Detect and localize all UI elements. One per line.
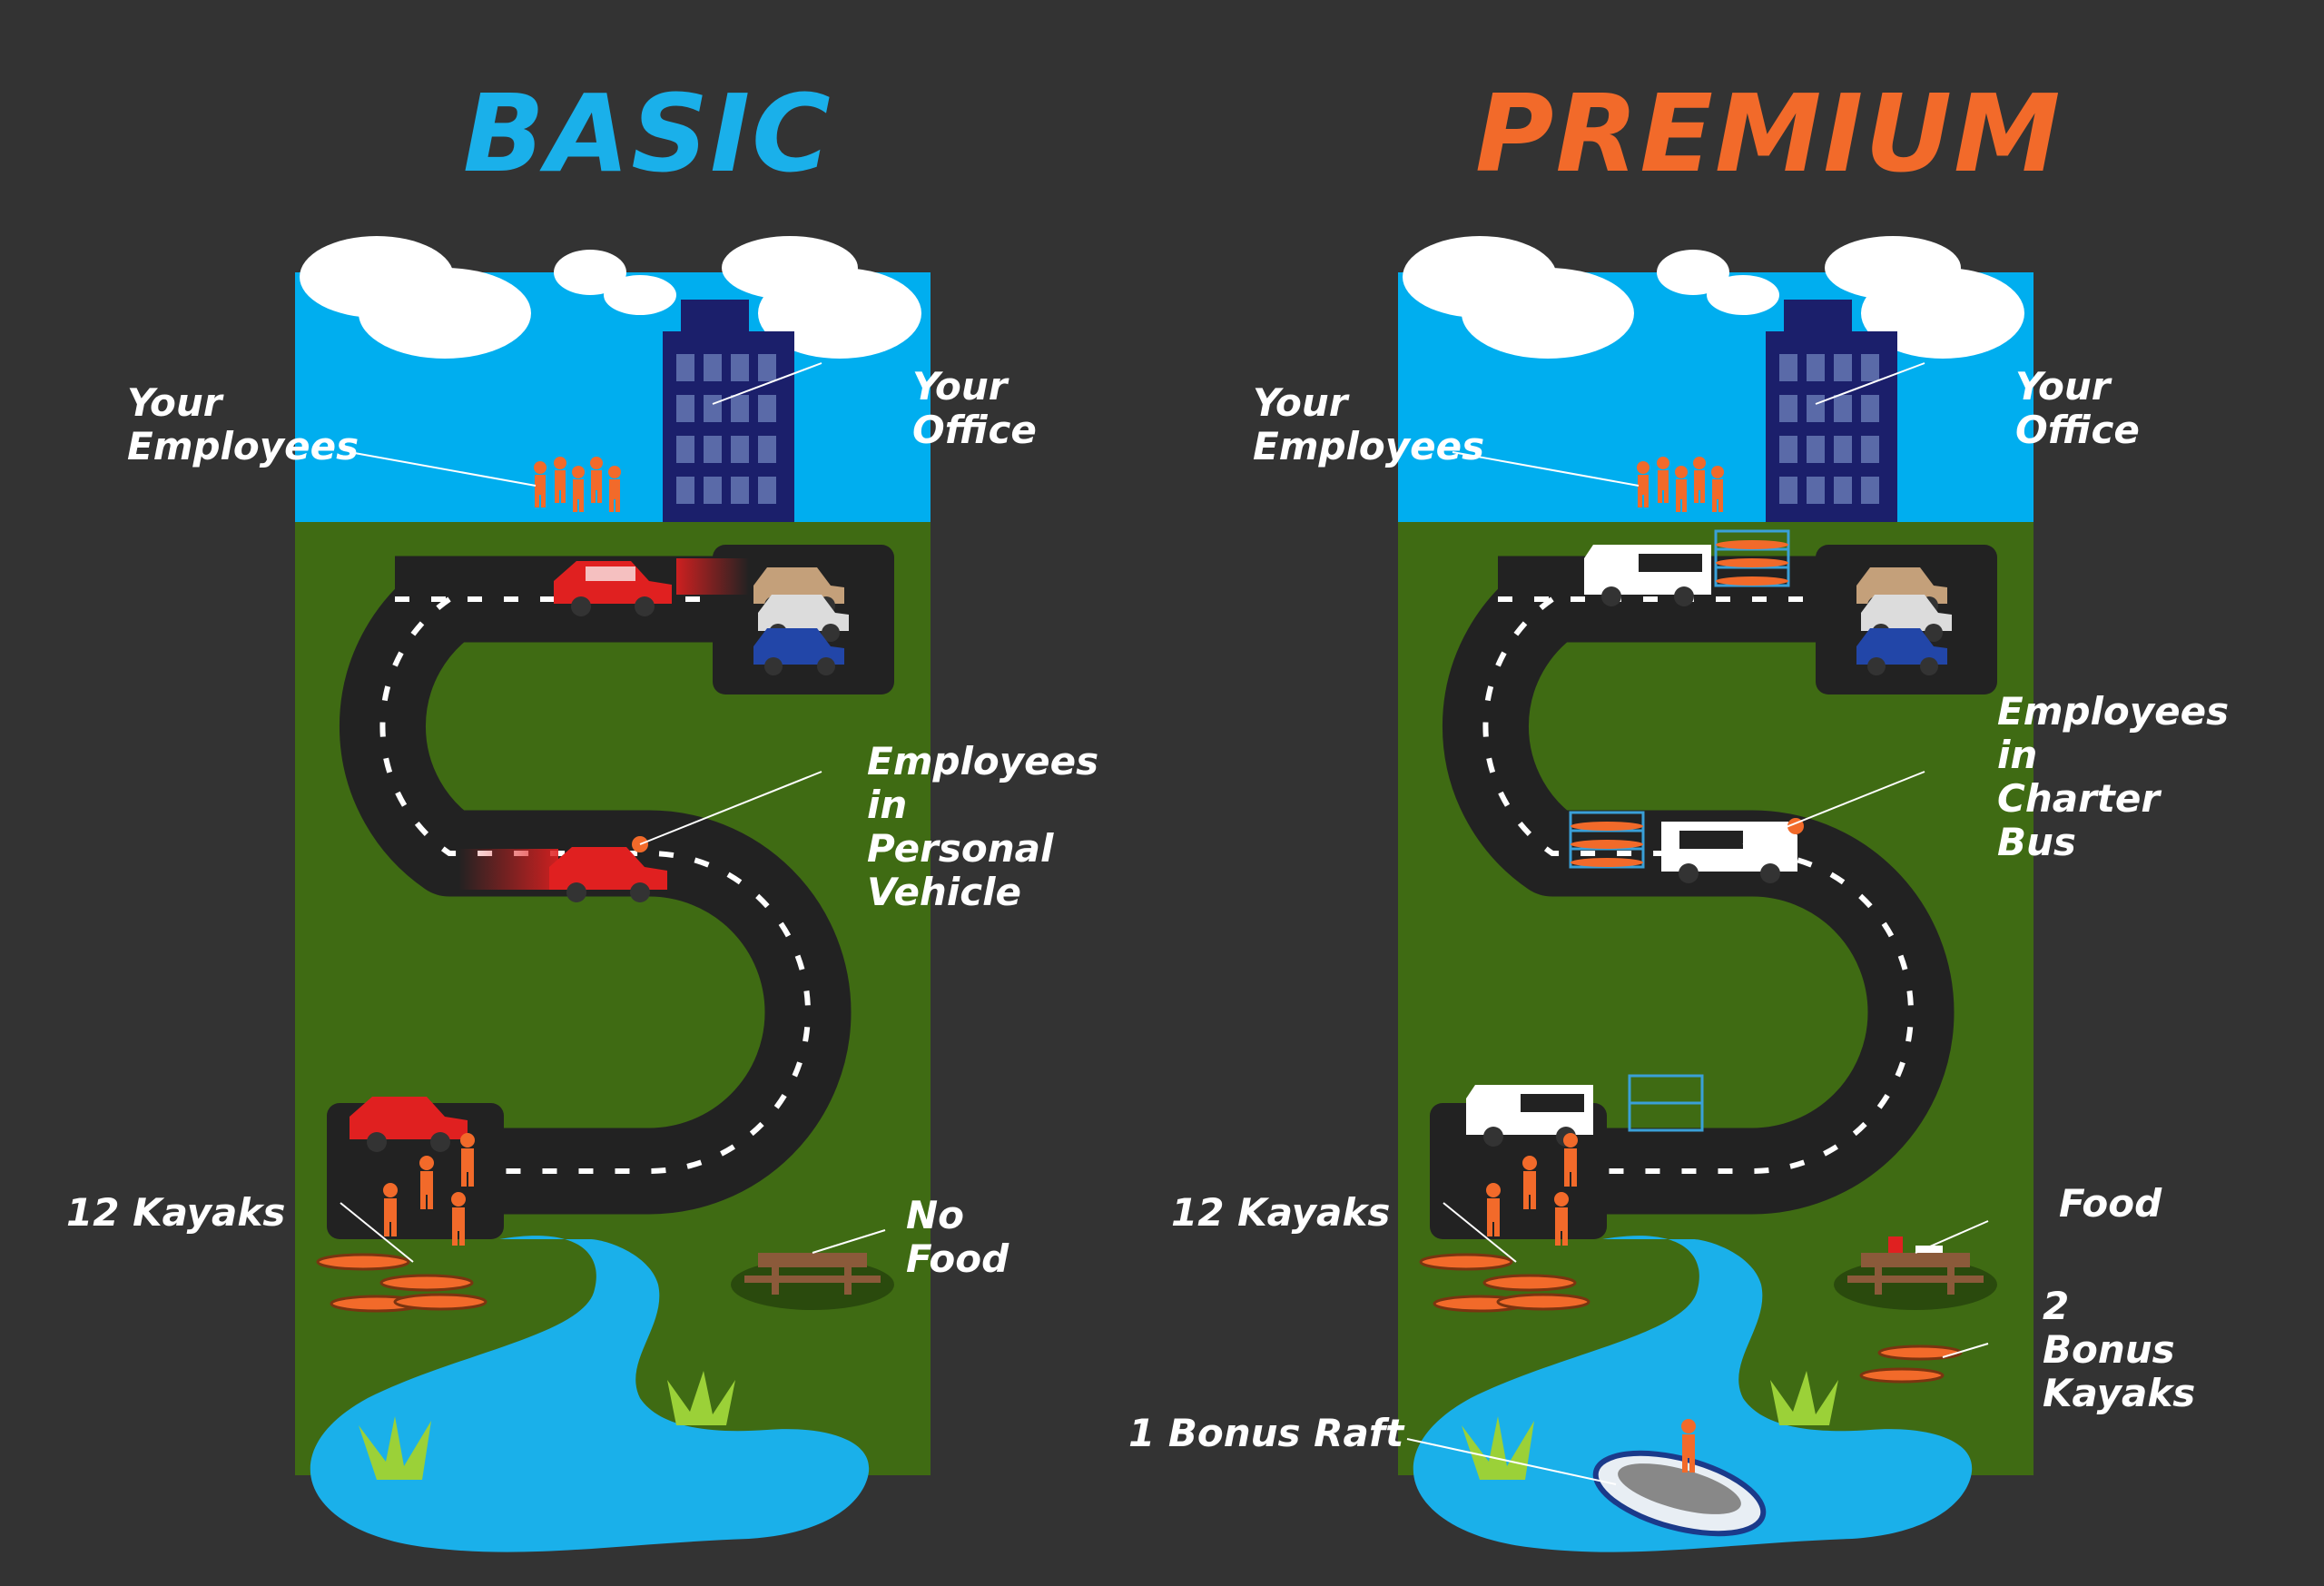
clouds [1403, 236, 2024, 359]
river [310, 1236, 870, 1552]
premium-label-bonus-kayaks: 2 Bonus Kayaks [2043, 1284, 2196, 1415]
personal-vehicles [350, 558, 749, 1152]
bonus-kayaks [1859, 1345, 1963, 1384]
basic-label-transport: Employees in Personal Vehicle [867, 739, 1099, 914]
kayaks [316, 1253, 487, 1313]
leader-lines [340, 362, 886, 1263]
picnic-table [731, 1253, 894, 1310]
kayaks [1419, 1253, 1590, 1313]
bonus-raft [1592, 1419, 1767, 1537]
premium-label-office: Your Office [2015, 364, 2140, 452]
office-building [1766, 300, 1897, 522]
basic-scene [295, 236, 931, 1552]
clouds [300, 236, 921, 359]
premium-label-kayaks: 12 Kayaks [1171, 1190, 1391, 1235]
basic-plan-title: BASIC [463, 71, 832, 196]
premium-label-transport: Employees in Charter Bus [1997, 689, 2230, 864]
premium-label-employees: Your Employees [1253, 380, 1485, 468]
river [1413, 1236, 1973, 1552]
basic-label-employees: Your Employees [127, 380, 359, 468]
parked-cars [753, 567, 849, 675]
premium-plan-title: PREMIUM [1475, 71, 2063, 196]
basic-label-kayaks: 12 Kayaks [66, 1190, 286, 1235]
charter-buses [1466, 529, 1804, 1147]
employees-group [534, 457, 621, 512]
leader-lines [1406, 362, 1989, 1485]
premium-label-bonus-raft: 1 Bonus Raft [1128, 1411, 1404, 1455]
grass-tufts [359, 1371, 735, 1480]
parked-cars [1856, 567, 1952, 675]
premium-plan-illustration: Your Employees Your Office Employees in … [1128, 218, 2229, 1561]
basic-plan-illustration: Your Employees Your Office Employees in … [66, 218, 1098, 1561]
office-building [663, 300, 794, 522]
premium-label-food: Food [2059, 1181, 2162, 1226]
basic-label-office: Your Office [912, 364, 1037, 452]
basic-label-food: No Food [906, 1193, 1009, 1281]
premium-scene [1398, 236, 2034, 1552]
grass-tufts [1462, 1371, 1838, 1480]
employees-at-river [1486, 1133, 1578, 1246]
employees-group [1637, 457, 1724, 512]
employees-at-river [383, 1133, 475, 1246]
picnic-table-with-food [1834, 1236, 1997, 1310]
